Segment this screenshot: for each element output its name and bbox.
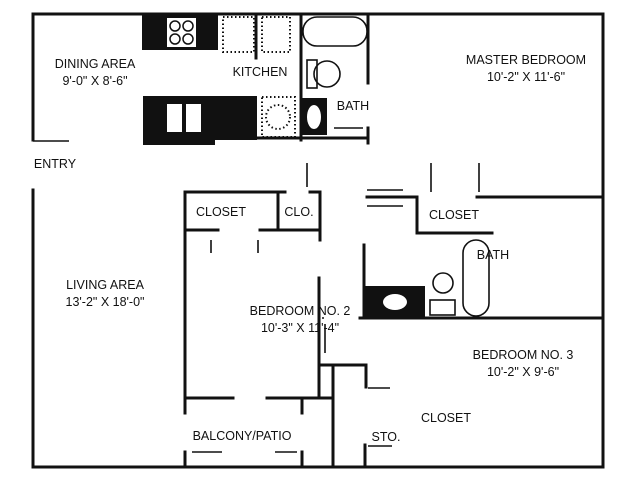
refrigerator — [222, 16, 255, 53]
living-label: LIVING AREA — [66, 278, 144, 292]
toilet-bowl — [432, 272, 454, 294]
room-labels: DINING AREA 9'-0" X 8'-6" KITCHEN BATH M… — [34, 53, 586, 444]
toilet-tank — [429, 299, 456, 316]
living-size: 13'-2" X 18'-0" — [66, 295, 145, 309]
bedroom2-label: BEDROOM NO. 2 — [250, 304, 351, 318]
toilet-bowl — [313, 60, 341, 88]
pantry — [261, 16, 291, 53]
bedroom3-label: BEDROOM NO. 3 — [473, 348, 574, 362]
bedroom2-size: 10'-3" X 11'-4" — [261, 321, 339, 335]
washer — [261, 96, 296, 138]
closet-master-label: CLOSET — [429, 208, 479, 222]
master-bath-fixtures — [302, 16, 368, 135]
sink — [307, 105, 321, 129]
bathtub — [462, 239, 490, 317]
dining-size: 9'-0" X 8'-6" — [62, 74, 127, 88]
kitchen-label: KITCHEN — [233, 65, 288, 79]
sink — [383, 294, 407, 310]
kitchen-fixtures — [142, 15, 296, 145]
bathtub — [302, 16, 368, 47]
walls — [31, 12, 605, 469]
bath2-fixtures — [364, 239, 490, 318]
sink-right — [186, 104, 201, 132]
toilet-tank — [306, 59, 318, 89]
burner-icon — [169, 20, 194, 45]
bedroom3-size: 10'-2" X 9'-6" — [487, 365, 559, 379]
storage-label: STO. — [372, 430, 401, 444]
master-bath-label: BATH — [337, 99, 369, 113]
bath2-label: BATH — [477, 248, 509, 262]
closet-bed3-label: CLOSET — [421, 411, 471, 425]
entry-label: ENTRY — [34, 157, 77, 171]
closet-small-label: CLO. — [284, 205, 313, 219]
master-bedroom-size: 10'-2" X 11'-6" — [487, 70, 565, 84]
closet-bed2-label: CLOSET — [196, 205, 246, 219]
master-bedroom-label: MASTER BEDROOM — [466, 53, 586, 67]
dining-label: DINING AREA — [55, 57, 136, 71]
dishwasher — [204, 99, 233, 134]
balcony-label: BALCONY/PATIO — [193, 429, 292, 443]
sink-left — [167, 104, 182, 132]
